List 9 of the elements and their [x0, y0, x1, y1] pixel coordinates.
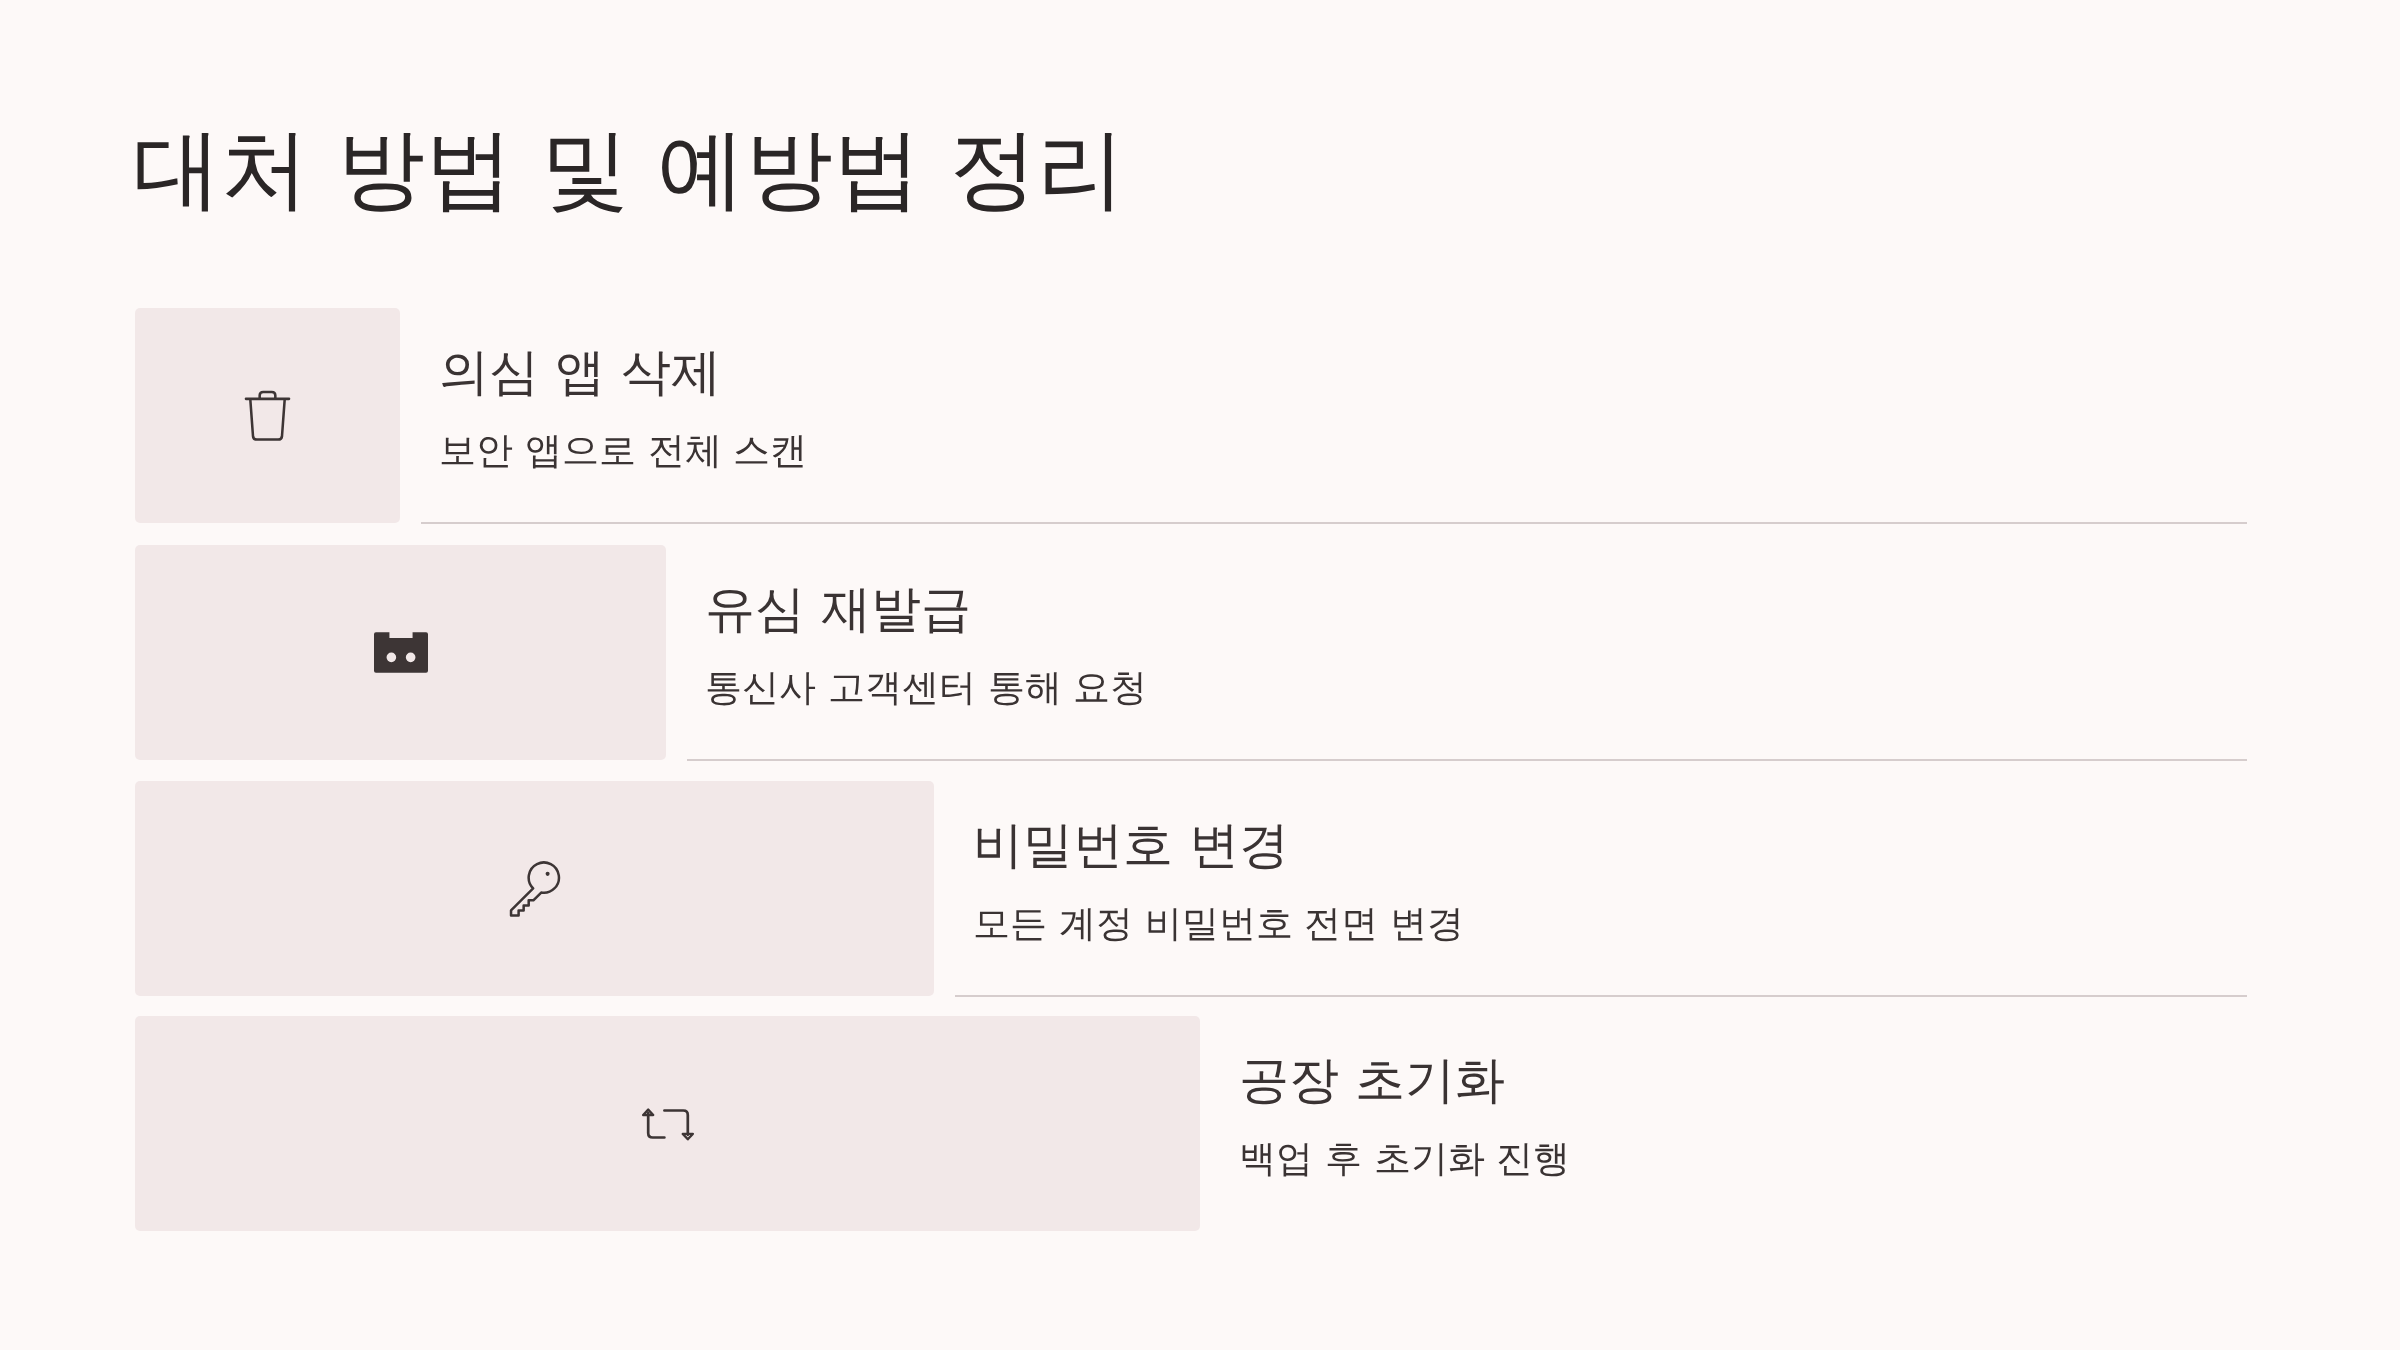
item-description: 보안 앱으로 전체 스캔	[439, 429, 808, 474]
title: 대처 방법 및 예방법 정리	[133, 116, 1125, 222]
item-heading: 공장 초기화	[1239, 1050, 1505, 1110]
item-description: 백업 후 초기화 진행	[1239, 1137, 1571, 1182]
item-heading: 유심 재발급	[705, 579, 971, 639]
item-heading: 의심 앱 삭제	[439, 342, 721, 402]
item-description: 통신사 고객센터 통해 요청	[705, 666, 1148, 711]
item-heading: 비밀번호 변경	[973, 815, 1289, 875]
item-description: 모든 계정 비밀번호 전면 변경	[973, 902, 1465, 947]
